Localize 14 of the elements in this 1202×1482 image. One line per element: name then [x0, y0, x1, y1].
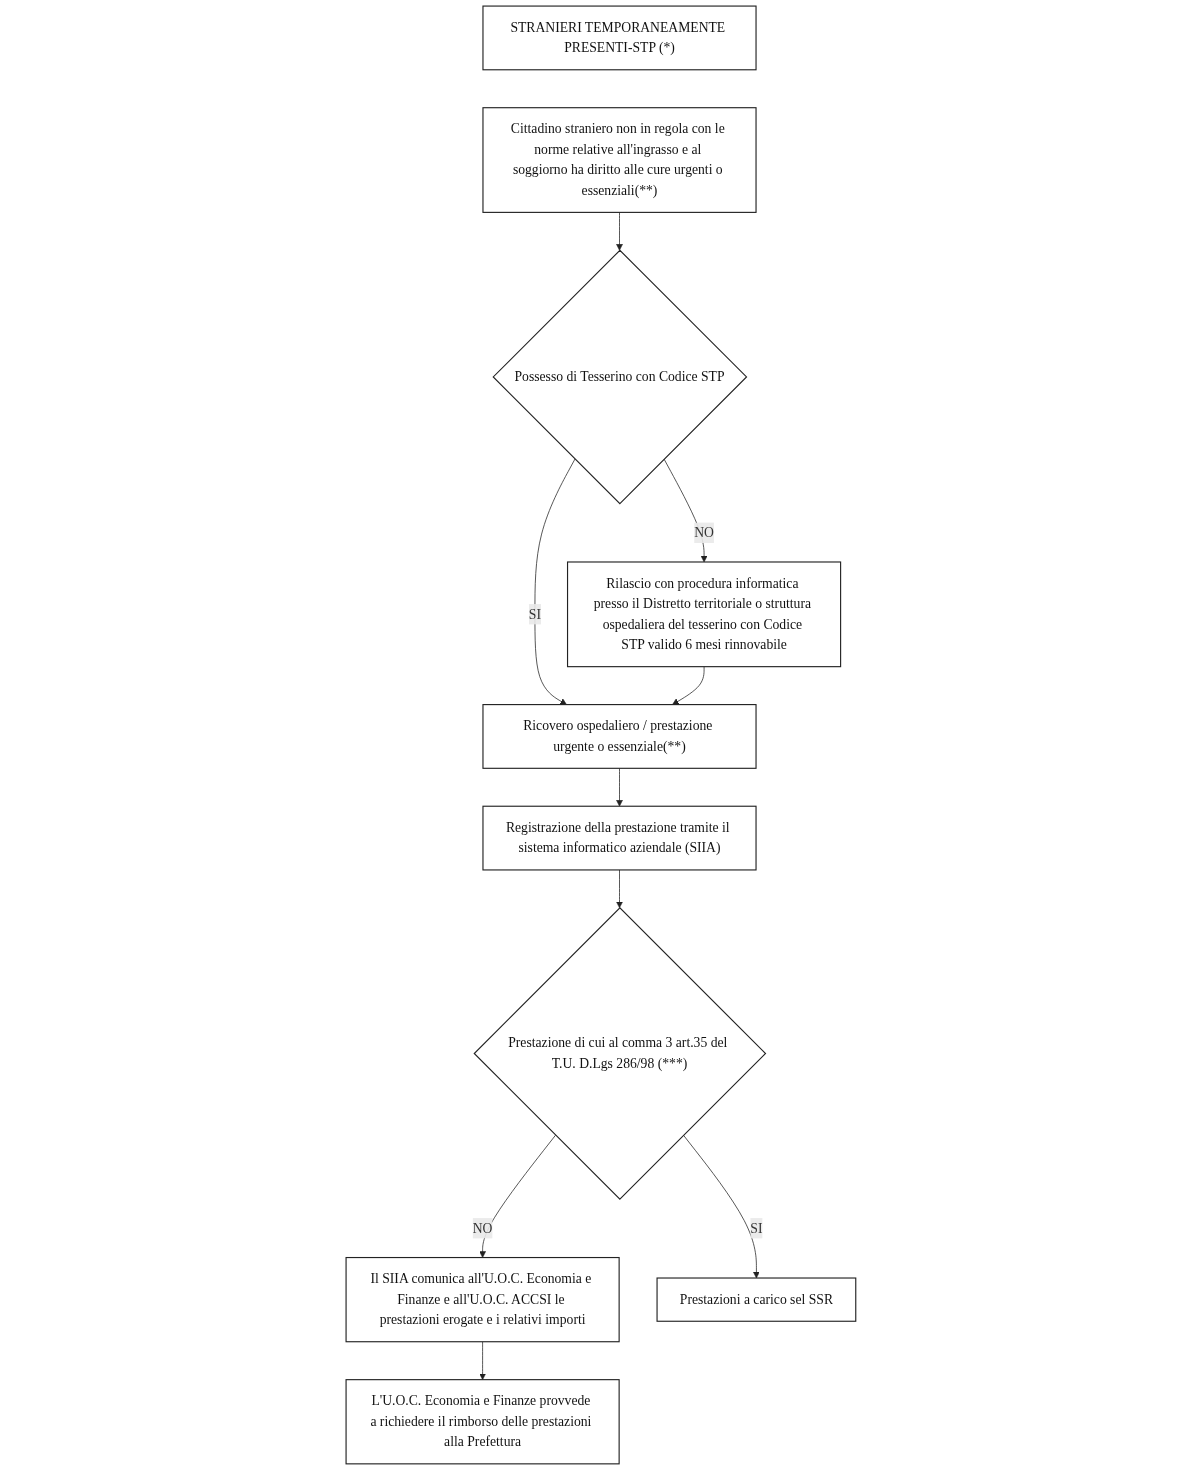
node-box: Ricovero ospedaliero / prestazione urgente o essenziale(**) [482, 704, 757, 769]
node-box: L'U.O.C. Economia e Finanze provvede a richiedere il rimborso delle prestazioni alla Prefettura [345, 1379, 620, 1465]
node-diamond: Possesso di Tesserino con Codice STP [492, 249, 748, 505]
edge-label: NO [472, 1220, 493, 1236]
edge-label: SI [750, 1220, 763, 1236]
edge-label: NO [694, 524, 715, 540]
node-box: Prestazioni a carico sel SSR [656, 1277, 857, 1322]
node-box: Il SIIA comunica all'U.O.C. Economia e Finanze e all'U.O.C. ACCSI le prestazioni erogate e i relativi importi [345, 1256, 620, 1343]
node-box: Cittadino straniero non in regola con le norme relative all'ingrasso e al soggiorno ha diritto alle cure urgenti o essenziali(**) [482, 107, 757, 213]
node-diamond: Prestazione di cui al comma 3 art.35 del T.U. D.Lgs 286/98 (***) [473, 907, 767, 1200]
node-box: STRANIERI TEMPORANEAMENTE PRESENTI-STP (*) [482, 5, 757, 71]
node-box: Registrazione della prestazione tramite il sistema informatico aziendale (SIIA) [482, 805, 757, 871]
node-box: Rilascio con procedura informatica presso il Distretto territoriale o struttura ospedaliera del tesserino con Codice STP valido 6 mesi rinnovabile [567, 561, 842, 668]
edge-label: SI [528, 606, 542, 622]
